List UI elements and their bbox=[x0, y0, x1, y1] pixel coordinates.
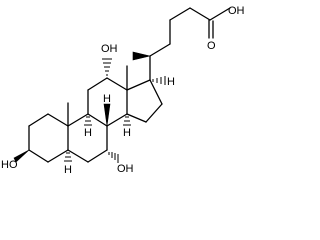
label-o7: OH bbox=[117, 163, 134, 175]
bond-c24-c25 bbox=[189, 7, 211, 21]
bond-c20-c22 bbox=[149, 43, 171, 57]
hash-c14-h bbox=[123, 116, 131, 126]
ring-a bbox=[28, 113, 69, 163]
bond-c16-c15 bbox=[145, 103, 163, 123]
wedge-c8-h bbox=[103, 103, 111, 127]
hash-c7-oh bbox=[108, 152, 119, 163]
hash-c17-h bbox=[152, 76, 166, 85]
bond-c6-c5 bbox=[67, 149, 89, 163]
label-h5: H bbox=[64, 164, 72, 176]
hash-c12-oh bbox=[102, 58, 112, 76]
hash-c5-h bbox=[64, 152, 72, 162]
label-o12: OH bbox=[101, 43, 118, 55]
side-chain bbox=[132, 7, 231, 81]
bond-c1-c10 bbox=[47, 113, 69, 127]
bond-c10-c9 bbox=[67, 113, 89, 127]
wedge-c3-oh bbox=[13, 149, 30, 163]
bond-c15-c14 bbox=[126, 113, 147, 123]
label-h17: H bbox=[167, 76, 175, 88]
bond-c17-c16 bbox=[149, 79, 163, 105]
bond-c3-c4 bbox=[28, 149, 49, 163]
bond-c1-c2 bbox=[28, 113, 49, 127]
bond-c25-hydroxy bbox=[209, 7, 231, 21]
bond-c12-c13 bbox=[106, 77, 128, 91]
label-acid-hydroxy: OH bbox=[228, 5, 245, 17]
bond-c4-c5 bbox=[47, 149, 69, 163]
label-h8: H bbox=[103, 93, 111, 105]
bond-c13-c17 bbox=[126, 79, 151, 91]
bond-c23-c24 bbox=[169, 7, 191, 21]
ring-d bbox=[126, 79, 163, 123]
bond-c9-c8 bbox=[87, 113, 108, 127]
hash-c9-h bbox=[84, 116, 92, 126]
molecule-diagram: OH HO OH O OH H H H H H bbox=[1, 5, 245, 176]
label-o3: HO bbox=[1, 159, 18, 171]
structure-canvas: OH HO OH O OH H H H H H bbox=[1, 5, 245, 176]
label-h9: H bbox=[84, 127, 92, 139]
wedge-c20-c21 bbox=[132, 51, 151, 61]
bond-c11-c12 bbox=[87, 77, 108, 91]
label-h14: H bbox=[123, 127, 131, 139]
bond-c7-c6 bbox=[87, 149, 108, 163]
bond-c14-c8 bbox=[106, 113, 128, 127]
ring-c bbox=[87, 77, 128, 127]
label-acid-oxo: O bbox=[207, 40, 216, 52]
ring-b bbox=[67, 113, 108, 163]
